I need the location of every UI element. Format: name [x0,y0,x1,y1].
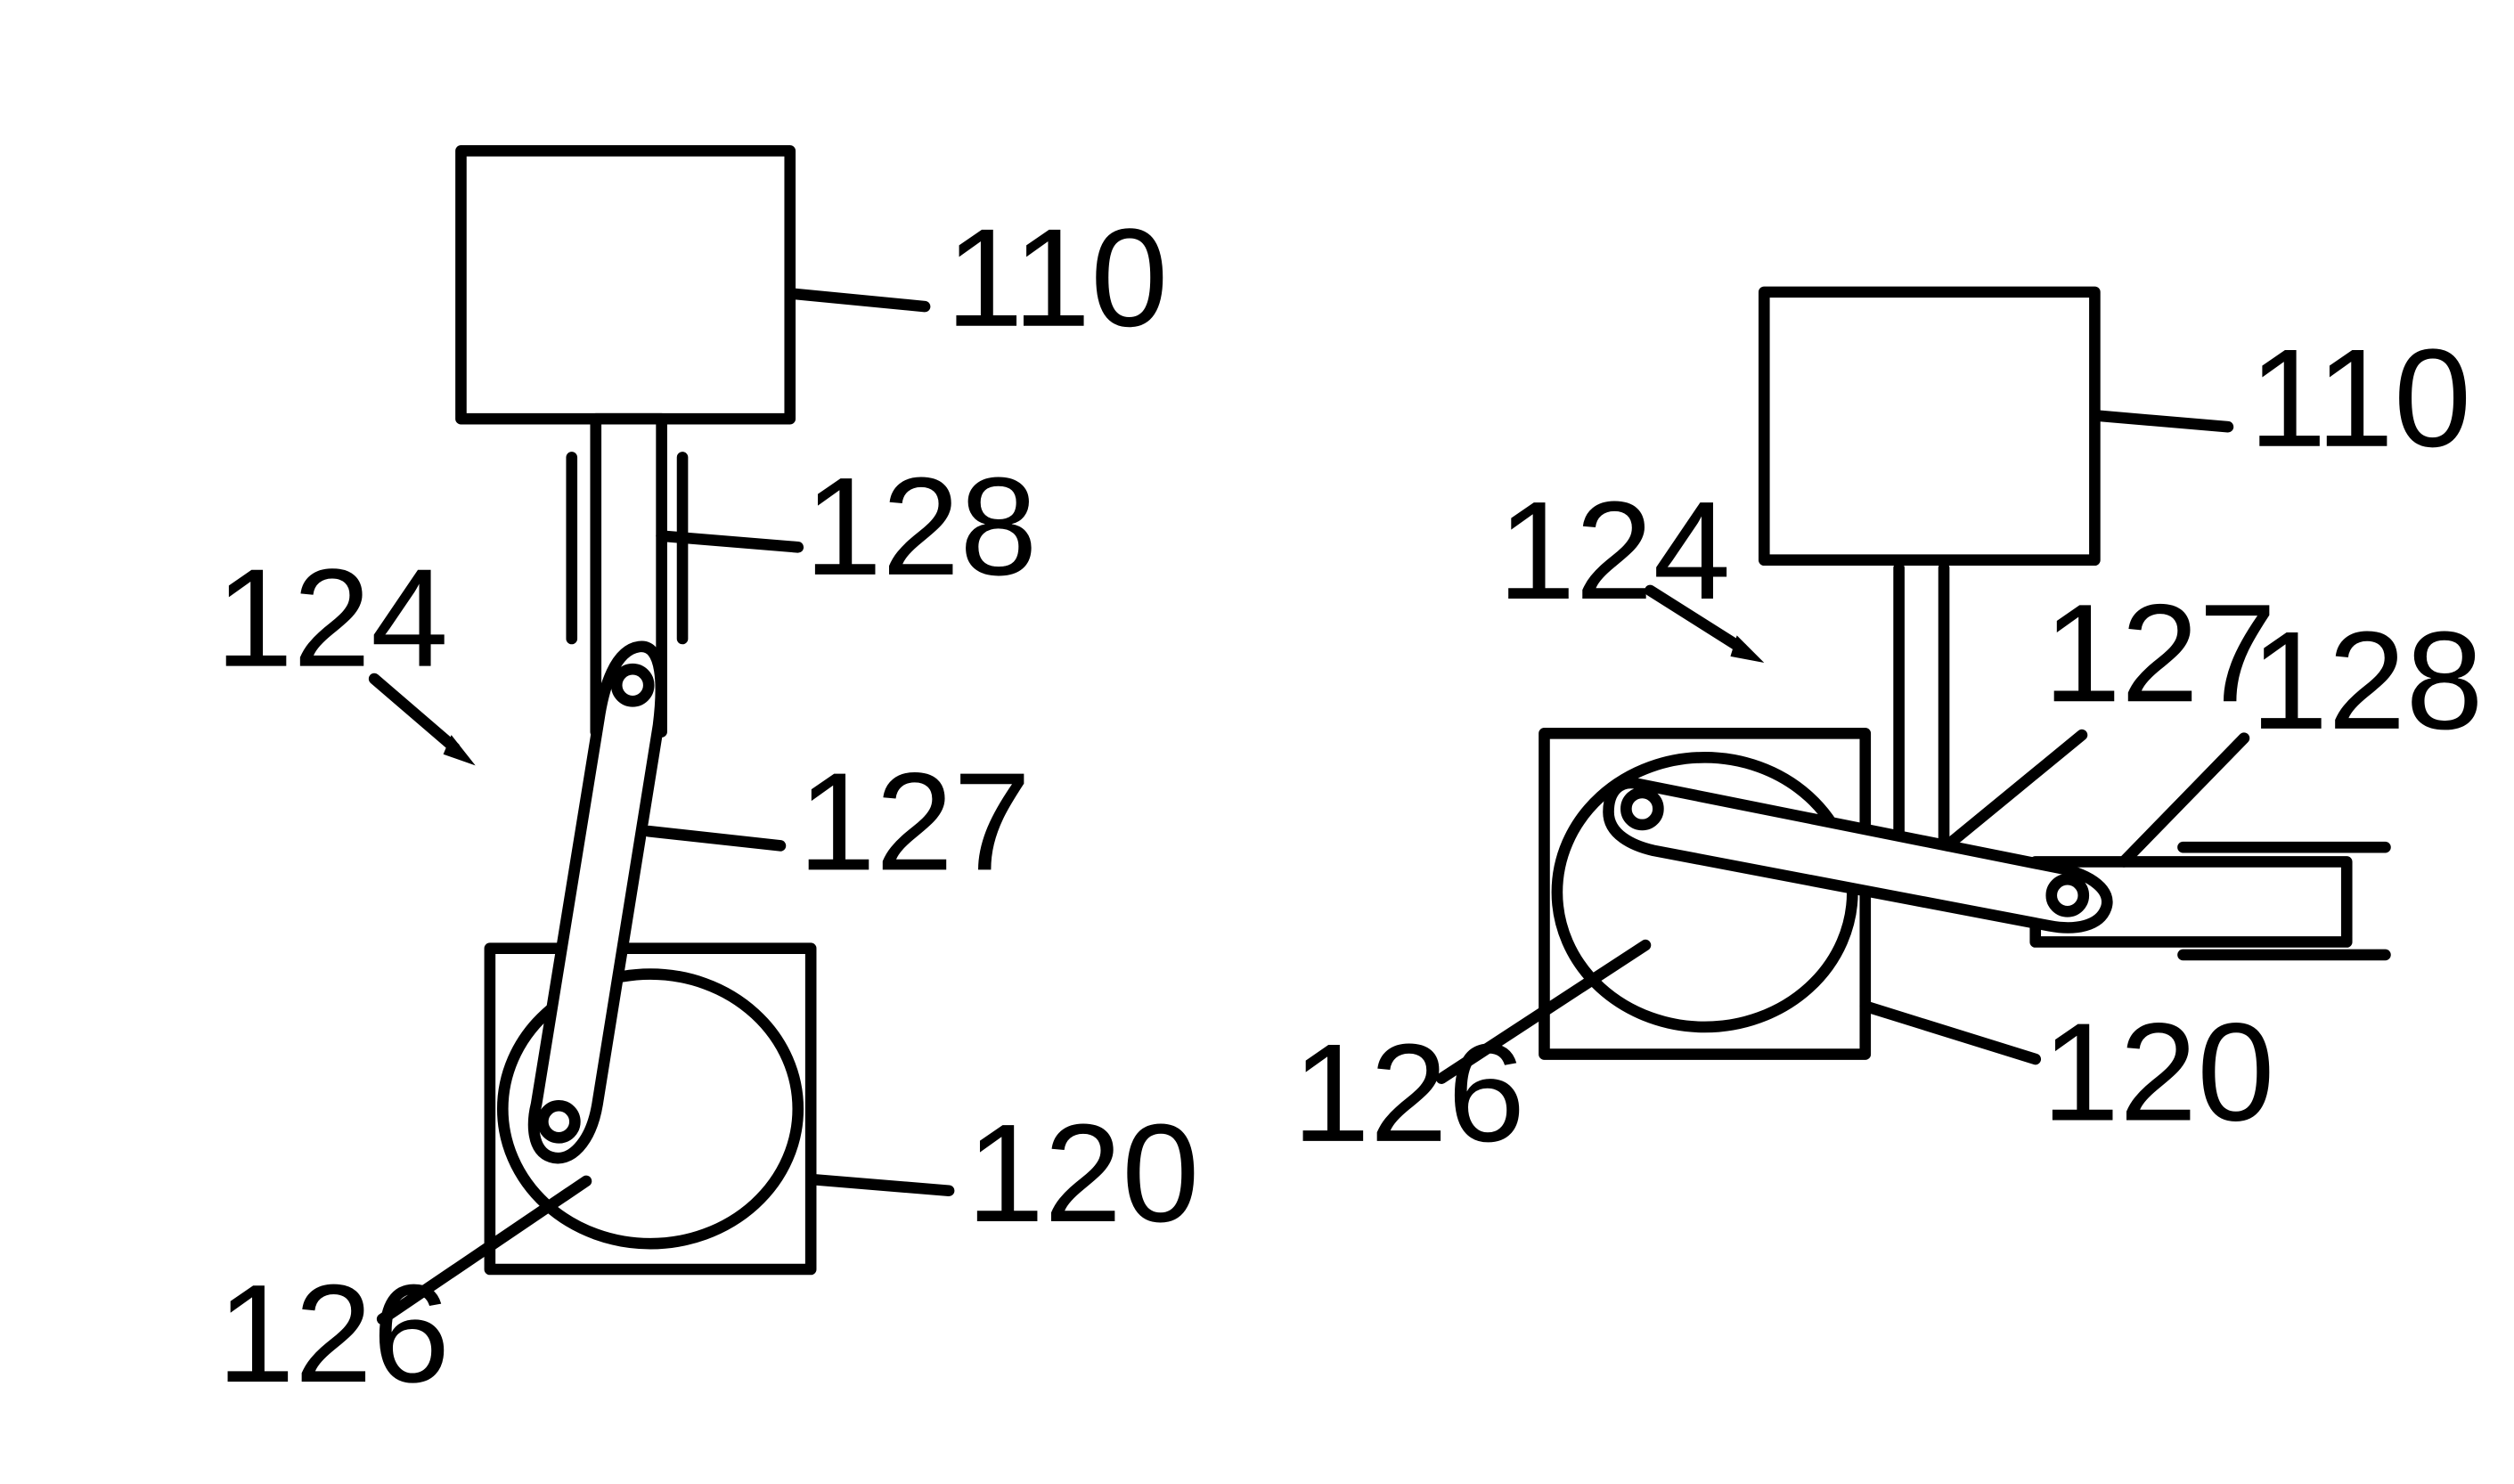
right-label-127: 127 [2044,575,2276,731]
left-leader-127 [649,831,780,845]
left-label-127: 127 [798,744,1031,900]
right-label-110: 110 [2249,321,2471,477]
right-label-124: 124 [1498,473,1730,629]
right-leader-110 [2096,416,2228,428]
left-label-120: 120 [967,1096,1199,1252]
left-leader-110 [792,294,926,306]
right-leader-127 [1947,735,2082,845]
right-box-110 [1764,292,2094,560]
left-leader-120 [812,1179,949,1191]
right-left-pin [1626,793,1658,825]
left-label-124: 124 [216,541,448,697]
right-label-120: 120 [2042,994,2274,1150]
right-leader-120 [1865,1007,2036,1059]
right-label-126: 126 [1293,1015,1525,1171]
left-box-110 [461,151,789,419]
left-label-110: 110 [946,200,1169,356]
left-label-126: 126 [217,1256,450,1412]
right-view: 110 124 127 128 126 120 [1293,292,2484,1171]
left-upper-pin [616,669,649,701]
right-label-128: 128 [2250,603,2483,759]
right-right-pin [2052,879,2084,911]
left-view: 110 128 124 127 120 126 [216,151,1200,1412]
left-label-128: 128 [804,449,1037,605]
left-lower-pin [543,1105,575,1137]
